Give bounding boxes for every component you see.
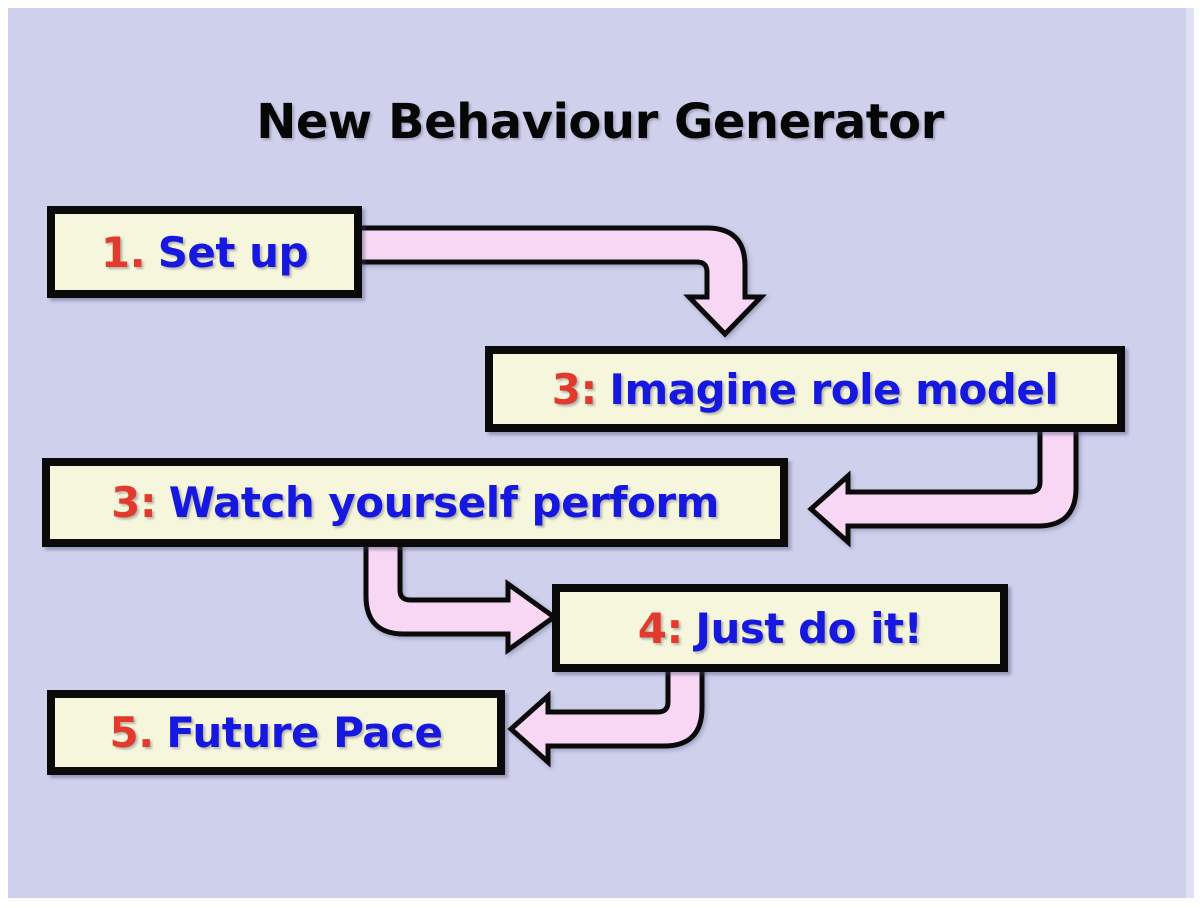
step-3-label: Watch yourself perform — [168, 478, 720, 527]
diagram-canvas: New Behaviour Generator 1. Set up 3: Ima… — [8, 8, 1186, 898]
step-5-label: Future Pace — [166, 708, 443, 757]
step-box-5: 5. Future Pace — [47, 690, 505, 775]
step-box-2: 3: Imagine role model — [485, 346, 1125, 432]
step-box-4: 4: Just do it! — [552, 584, 1008, 672]
step-5-number: 5. — [109, 708, 155, 757]
step-box-3: 3: Watch yourself perform — [42, 458, 788, 547]
step-4-label: Just do it! — [695, 603, 923, 653]
arrow-step1-to-step2 — [353, 225, 767, 338]
step-4-number: 4: — [637, 603, 684, 653]
diagram-title: New Behaviour Generator — [256, 94, 944, 150]
step-3-number: 3: — [111, 478, 157, 527]
step-box-1: 1. Set up — [47, 206, 362, 298]
arrow-step3-to-step4 — [363, 540, 559, 655]
arrow-step4-to-step5 — [507, 663, 705, 768]
step-1-label: Set up — [157, 227, 309, 277]
right-edge-strip — [1186, 8, 1194, 898]
arrow-step2-to-step3 — [807, 423, 1079, 548]
step-1-number: 1. — [100, 227, 146, 277]
step-2-number: 3: — [551, 364, 598, 414]
step-2-label: Imagine role model — [609, 364, 1059, 414]
